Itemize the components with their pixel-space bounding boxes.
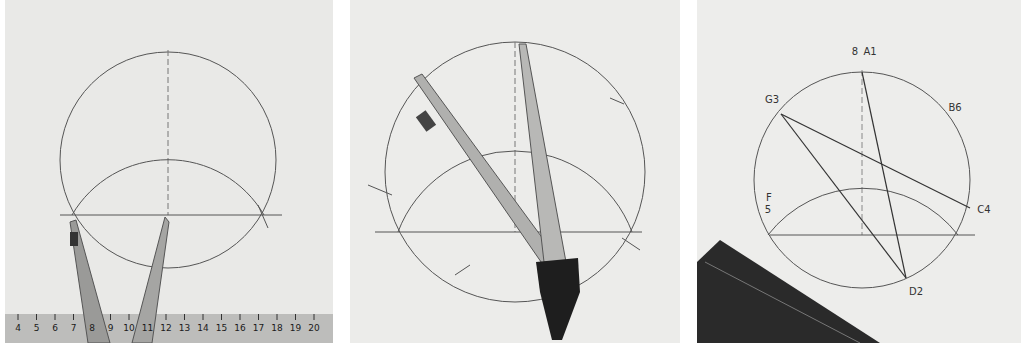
ruler-number: 8 — [89, 324, 95, 333]
ruler-ticks — [705, 262, 860, 343]
point-label: G3 — [765, 95, 779, 105]
paper — [350, 0, 680, 343]
ruler-number: 9 — [108, 324, 114, 333]
ruler-number: 19 — [290, 324, 301, 333]
pencil-holder — [416, 110, 436, 132]
compass-leg — [70, 220, 110, 343]
centre-line — [168, 50, 169, 215]
ruler-number: 6 — [52, 324, 58, 333]
ruler-number: 16 — [234, 324, 245, 333]
ruler-number: 18 — [271, 324, 282, 333]
chord — [862, 72, 906, 278]
compass-handle — [536, 258, 580, 340]
steel-ruler — [697, 240, 880, 343]
horizontal-line — [60, 215, 282, 216]
chord — [781, 114, 906, 278]
arc — [72, 160, 264, 215]
horizontal-line — [375, 232, 642, 233]
ruler-number: 10 — [123, 324, 134, 333]
point-label: B6 — [948, 103, 961, 113]
tick — [258, 205, 268, 228]
paper — [5, 0, 333, 343]
pencil-lead — [70, 232, 78, 246]
ruler-number: 20 — [308, 324, 319, 333]
point-label: A1 — [863, 47, 876, 57]
point-label: 5 — [765, 205, 771, 215]
ruler-number: 4 — [15, 324, 21, 333]
point-label: C4 — [977, 205, 990, 215]
circle — [385, 42, 645, 302]
ruler-ticks — [18, 314, 314, 320]
ruler — [5, 314, 333, 343]
ruler-number: 13 — [179, 324, 190, 333]
point-label: D2 — [909, 287, 923, 297]
paper — [697, 0, 1021, 343]
ruler-number: 17 — [253, 324, 264, 333]
ruler-number: 11 — [142, 324, 153, 333]
ruler-number: 5 — [34, 324, 40, 333]
ruler-number: 7 — [71, 324, 77, 333]
centre-line — [862, 70, 863, 235]
arc — [768, 188, 958, 235]
compass-leg — [519, 44, 566, 262]
chord — [781, 114, 970, 208]
ruler-number: 14 — [197, 324, 208, 333]
ruler-number: 12 — [160, 324, 171, 333]
point-label: 8 — [852, 47, 858, 57]
circle — [60, 52, 276, 268]
point-label: F — [766, 193, 772, 203]
ruler-number: 15 — [216, 324, 227, 333]
